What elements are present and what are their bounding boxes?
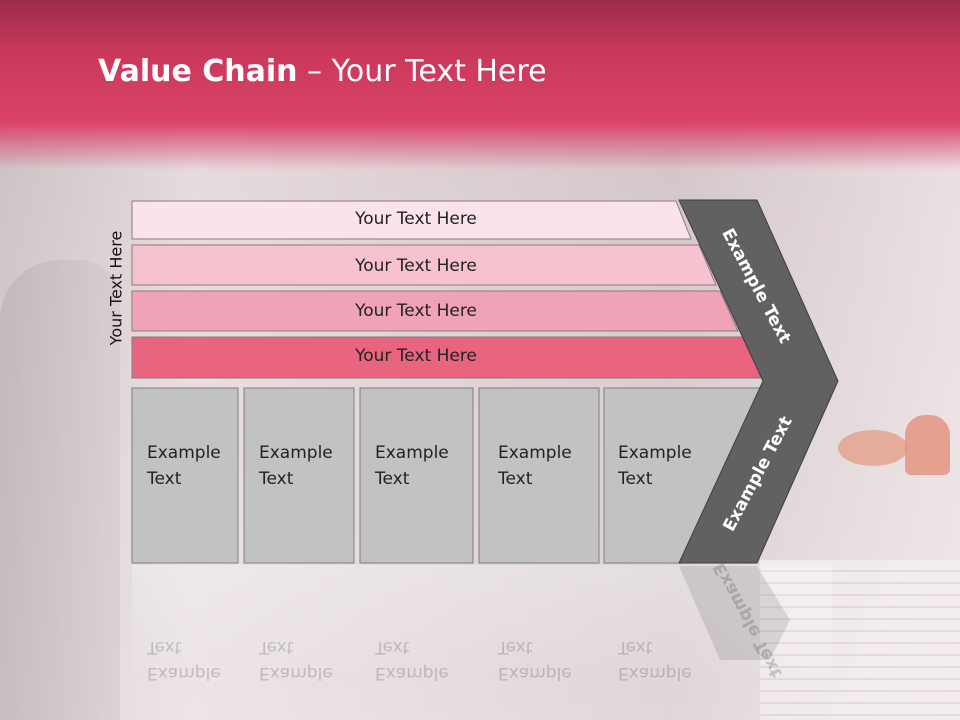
column-reflection-3-line1: Example [375, 663, 449, 683]
column-label-3-line1: Example [375, 443, 449, 463]
column-box-1[interactable] [131, 387, 239, 564]
row-label-3: Your Text Here [355, 301, 477, 321]
column-box-3[interactable] [359, 387, 474, 564]
column-label-5-line1: Example [618, 443, 692, 463]
column-box-2[interactable] [243, 387, 355, 564]
title-banner [0, 0, 960, 170]
row-label-1: Your Text Here [355, 209, 477, 229]
column-reflection-2: Example Text [259, 634, 349, 686]
column-label-1-line1: Example [147, 443, 221, 463]
column-reflection-4-line2: Text [498, 637, 533, 657]
row-bar-3[interactable] [131, 290, 739, 332]
title-rest: – Your Text Here [297, 54, 547, 89]
column-box-4[interactable] [478, 387, 600, 564]
column-reflection-2-line2: Text [259, 637, 294, 657]
column-label-5-line2: Text [618, 469, 653, 489]
column-reflection-1-line1: Example [147, 663, 221, 683]
column-reflection-3-line2: Text [375, 637, 410, 657]
row-bar-1[interactable] [131, 200, 692, 240]
reflection-fade [132, 565, 832, 685]
row-label-2: Your Text Here [355, 256, 477, 276]
column-label-2-line1: Example [259, 443, 333, 463]
column-label-4-line1: Example [498, 443, 572, 463]
column-reflection-1: Example Text [147, 634, 237, 686]
column-reflection-5-line1: Example [618, 663, 692, 683]
column-reflection-5: Example Text [618, 634, 708, 686]
column-label-4-line2: Text [498, 469, 533, 489]
column-reflection-4-line1: Example [498, 663, 572, 683]
column-label-2-line2: Text [259, 469, 294, 489]
column-label-1-line2: Text [147, 469, 182, 489]
background-vase [905, 415, 950, 475]
slide-title: Value Chain – Your Text Here [98, 54, 547, 89]
title-bold: Value Chain [98, 54, 298, 89]
column-reflection-5-line2: Text [618, 637, 653, 657]
chevron-reflection [679, 566, 790, 660]
column-label-3-line2: Text [375, 469, 410, 489]
chevron-arrow [678, 199, 839, 564]
column-reflection-1-line2: Text [147, 637, 182, 657]
background-bowl [838, 430, 908, 466]
background-person [0, 260, 120, 720]
column-reflection-2-line1: Example [259, 663, 333, 683]
row-label-4: Your Text Here [355, 346, 477, 366]
column-reflection-4: Example Text [498, 634, 588, 686]
column-reflection-3: Example Text [375, 634, 465, 686]
row-bar-2[interactable] [131, 244, 717, 286]
